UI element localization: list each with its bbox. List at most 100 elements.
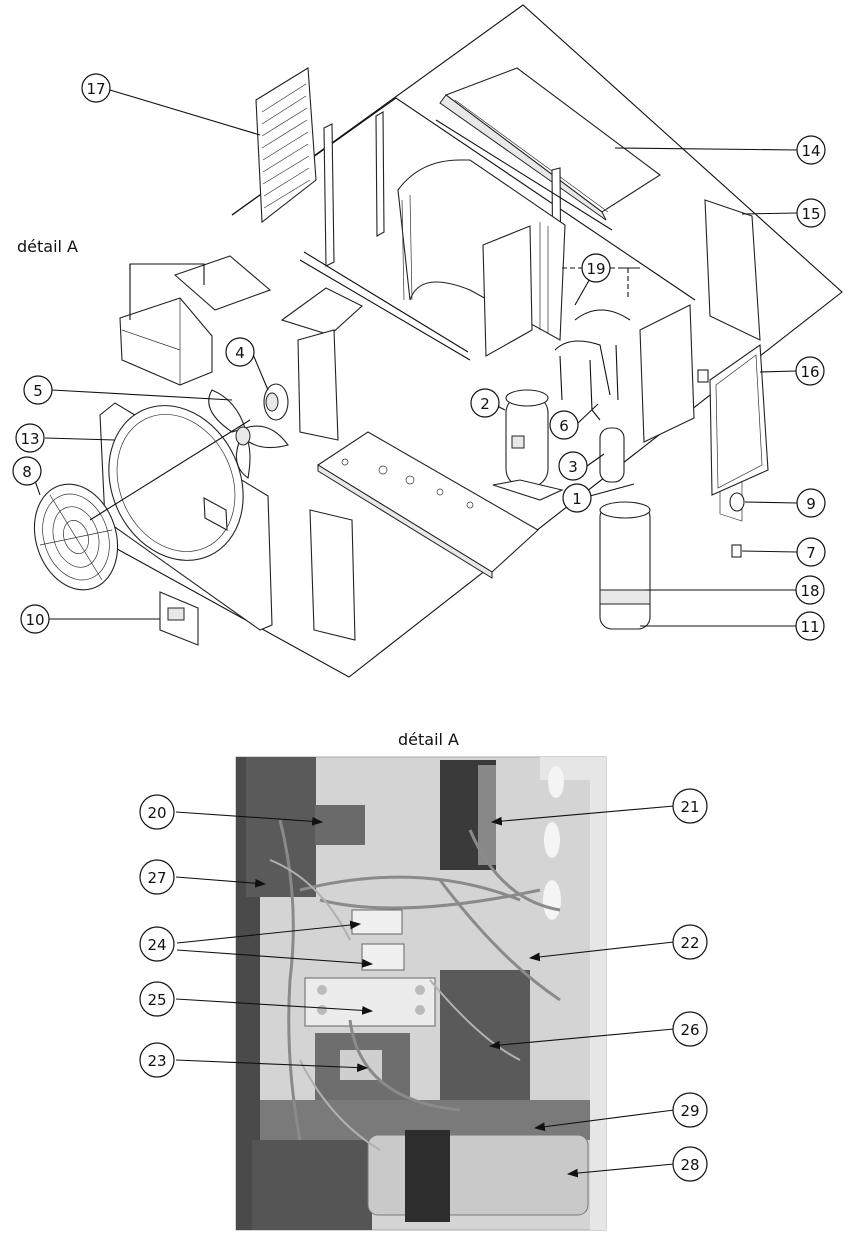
callout-number: 6 (559, 417, 569, 435)
exploded-view (33, 4, 843, 678)
callout-circle (796, 537, 826, 567)
callout-number: 1 (572, 490, 582, 508)
side-frame (639, 304, 695, 443)
side-panel-16 (709, 343, 769, 496)
callout-circle (470, 388, 500, 418)
callout-25: 25 (139, 981, 175, 1017)
callout-number: 27 (147, 869, 166, 887)
callout-circle (139, 926, 175, 962)
callout-number: 14 (801, 142, 820, 160)
callout-28: 28 (672, 1146, 708, 1182)
callout-2: 2 (470, 388, 500, 418)
callout-number: 5 (33, 382, 43, 400)
callout-18: 18 (795, 575, 825, 605)
bracket (697, 369, 709, 383)
compressor (492, 389, 564, 501)
callout-13: 13 (15, 423, 45, 453)
envelope-outline (109, 4, 843, 678)
callout-circle (796, 135, 826, 165)
fan-blade (208, 389, 289, 479)
callout-circle (139, 981, 175, 1017)
evaporator-coil (397, 159, 566, 357)
callout-9: 9 (796, 488, 826, 518)
callout-17: 17 (81, 73, 111, 103)
callout-circle (672, 924, 708, 960)
callout-22: 22 (672, 924, 708, 960)
fan-motor (263, 383, 289, 421)
callout-number: 24 (147, 936, 166, 954)
callout-number: 28 (680, 1156, 699, 1174)
callout-circle (672, 1092, 708, 1128)
callout-circle (225, 337, 255, 367)
callout-number: 20 (147, 804, 166, 822)
mid-panel (280, 287, 363, 336)
callout-circle (549, 410, 579, 440)
callout-6: 6 (549, 410, 579, 440)
pressure-gauge (729, 492, 745, 512)
callout-number: 21 (680, 798, 699, 816)
callout-26: 26 (672, 1011, 708, 1047)
callout-7: 7 (796, 537, 826, 567)
front-panel (99, 402, 273, 631)
callout-10: 10 (20, 604, 50, 634)
callout-3: 3 (558, 451, 588, 481)
callout-number: 4 (235, 344, 245, 362)
callout-number: 9 (806, 495, 816, 513)
control-panel (159, 591, 199, 646)
callout-number: 13 (20, 430, 39, 448)
callout-8: 8 (12, 456, 42, 486)
leader-lines (31, 89, 799, 627)
callout-circle (23, 375, 53, 405)
heat-exchanger (599, 501, 651, 630)
terminal-clip (731, 544, 742, 558)
fan-guard (33, 483, 119, 591)
callout-circle (20, 604, 50, 634)
callout-circle (672, 1146, 708, 1182)
callout-11: 11 (795, 611, 825, 641)
callout-number: 15 (801, 205, 820, 223)
callout-number: 16 (800, 363, 819, 381)
detail-a-label-bottom: détail A (398, 730, 459, 749)
callout-number: 17 (86, 80, 105, 98)
callout-1: 1 (562, 483, 592, 513)
callout-number: 8 (22, 463, 32, 481)
callout-24: 24 (139, 926, 175, 962)
callout-19: 19 (581, 253, 611, 283)
callout-number: 26 (680, 1021, 699, 1039)
callout-circle (139, 1042, 175, 1078)
callout-5: 5 (23, 375, 53, 405)
detail-a-label-top: détail A (17, 237, 78, 256)
top-cover (439, 67, 661, 221)
callout-circle (139, 794, 175, 830)
callout-number: 7 (806, 544, 816, 562)
callout-circle (139, 859, 175, 895)
callout-23: 23 (139, 1042, 175, 1078)
callout-number: 22 (680, 934, 699, 952)
callout-circle (672, 1011, 708, 1047)
callout-number: 2 (480, 395, 490, 413)
callout-circle (562, 483, 592, 513)
callout-20: 20 (139, 794, 175, 830)
detail-leader-lines (175, 805, 675, 1178)
side-panel-15 (704, 199, 761, 341)
callout-circle (81, 73, 111, 103)
rear-grille (255, 67, 317, 224)
callout-circle (672, 788, 708, 824)
callout-circle (581, 253, 611, 283)
callout-number: 18 (800, 582, 819, 600)
callout-circle (796, 488, 826, 518)
callout-number: 29 (680, 1102, 699, 1120)
callout-21: 21 (672, 788, 708, 824)
callout-number: 25 (147, 991, 166, 1009)
callout-27: 27 (139, 859, 175, 895)
callout-15: 15 (796, 198, 826, 228)
control-box (119, 255, 272, 386)
lower-frame (309, 509, 356, 641)
callout-circle (795, 575, 825, 605)
callout-16: 16 (795, 356, 825, 386)
base-plate (316, 431, 539, 579)
callout-circle (15, 423, 45, 453)
callout-number: 11 (800, 618, 819, 636)
callout-14: 14 (796, 135, 826, 165)
